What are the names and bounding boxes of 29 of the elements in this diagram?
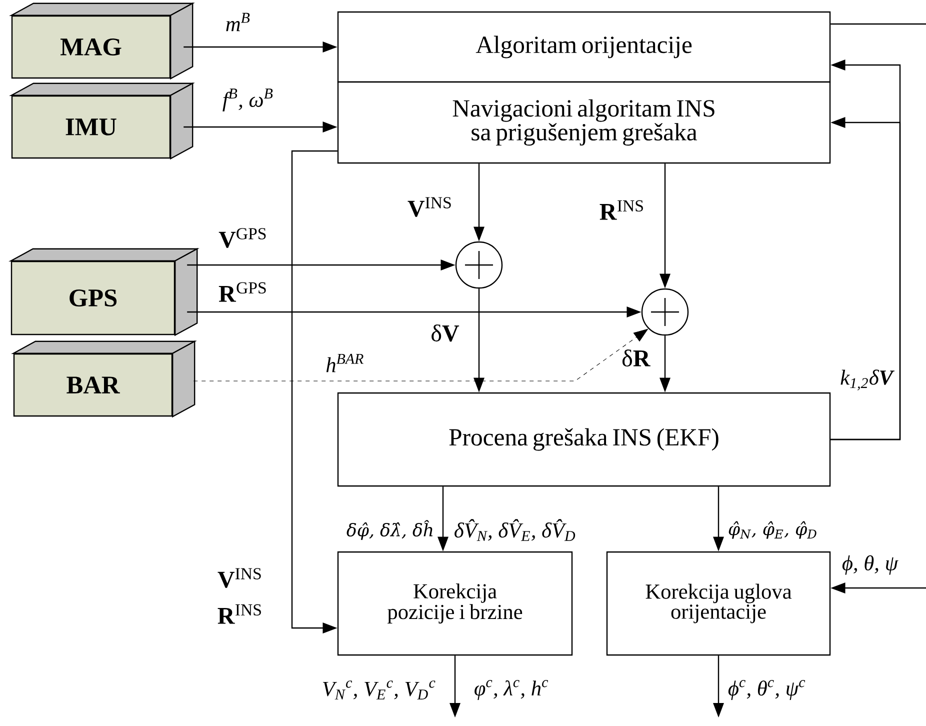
edge-label: m$^{B}$ [224,12,252,32]
edge-label: h$^{BAR}$ [324,352,366,374]
signal-label: φ$^{c}$, λ$^{c}$, h$^{c}$ [472,678,550,702]
edge-label: V$^{INS}$ [216,566,264,590]
signal-label: δV̂$_{N}$, δV̂$_{E}$, δV̂$_{D}$ [452,518,578,542]
arrow [830,60,901,440]
process-box: Korekcija pozicije i brzine [337,551,573,656]
edge-label: R$^{INS}$ [598,198,646,222]
process-box: Procena grešaka INS (EKF) [337,392,831,487]
edge-label: V$^{GPS}$ [217,226,269,250]
connector-line [830,23,926,25]
edge-label: δV [429,323,461,343]
edge-label: δφ̂, δλ̂, δĥ [345,518,436,542]
edge-label: R$^{GPS}$ [217,280,269,304]
edge-label: δR [620,348,652,368]
edge-label: k$_{1,2}$δV [838,368,895,392]
signal-label: R$^{INS}$ [216,602,264,626]
edge-label: V$^{INS}$ [406,196,454,218]
sum-junction [641,288,689,336]
edge-label: ϕ$^{c}$, θ$^{c}$, ψ$^{c}$ [726,678,808,702]
edge-label: φ̂$_{N}$, φ̂$_{E}$, φ̂$_{D}$ [726,520,819,540]
sum-junction [455,241,503,289]
edge-label: ϕ, θ, ψ [840,554,900,576]
arrow [291,150,338,634]
process-box: Navigacioni algoritam INS sa prigušenjem grešaka [337,81,831,164]
process-box: Algoritam orijentacije [337,11,831,83]
edge-label: f$^{B}$, ω$^{B}$ [221,87,275,113]
edge-label: V$_{N}$$^{c}$, V$_{E}$$^{c}$, V$_{D}$c [320,679,438,701]
process-box: Korekcija uglova orijentacije [606,551,831,656]
